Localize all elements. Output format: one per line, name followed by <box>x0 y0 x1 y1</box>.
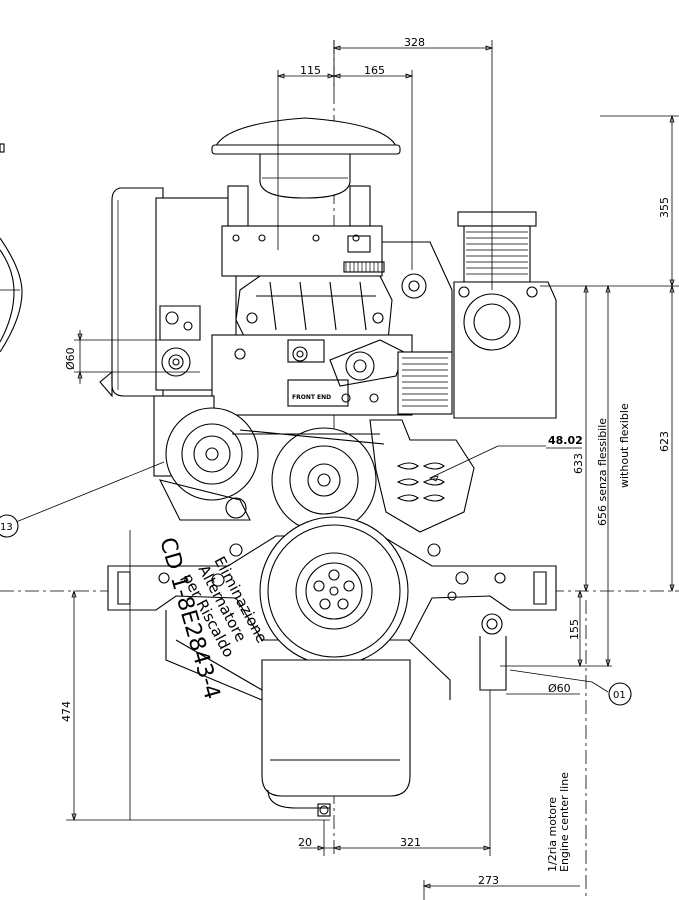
water-pipe-outlet <box>479 613 507 691</box>
dim-top-total: 328 <box>404 36 425 49</box>
dim-bottom-left: 20 <box>298 836 312 849</box>
dim-right-total: 623 <box>658 431 671 452</box>
dim-left-pipe-diameter: Ø60 <box>64 347 77 370</box>
dim-right-lower: 155 <box>568 619 581 640</box>
dim-right-inner: 633 <box>572 453 585 474</box>
callout-value: 48.02 <box>548 434 583 447</box>
dim-bottom-right: 321 <box>400 836 421 849</box>
front-damper <box>259 516 409 666</box>
callout-01: 01 Ø60 <box>506 669 632 706</box>
dimension-bottom: 20 321 273 <box>298 600 587 900</box>
oil-sump <box>261 659 411 817</box>
engine-block-upper: FRONT END <box>211 185 413 416</box>
callout-48-02: 48.02 <box>428 434 583 482</box>
exhaust-bracket <box>369 419 475 533</box>
dim-top-left: 115 <box>300 64 321 77</box>
turbocharger <box>382 211 557 419</box>
callout-right-label: 01 <box>613 690 626 701</box>
center-line-italian: 1/2ria motore <box>546 797 559 872</box>
callout-left-label: 13 <box>0 522 13 533</box>
dimension-left-pipe: Ø60 <box>64 330 200 384</box>
left-edge-flywheel-fragment <box>0 143 23 353</box>
dim-left-lower: 474 <box>60 701 73 722</box>
engine-center-line-label: 1/2ria motore Engine center line <box>546 772 571 872</box>
lower-block-left <box>165 591 457 701</box>
dim-bottom-far: 273 <box>478 874 499 887</box>
dim-top-right: 165 <box>364 64 385 77</box>
panel-label: FRONT END <box>292 394 331 401</box>
dimension-right: 355 623 656 senza flessibile without fle… <box>500 114 679 668</box>
air-filter-cap <box>211 117 401 199</box>
dim-without-flexible: without flexible <box>618 403 631 488</box>
center-line-english: Engine center line <box>558 772 571 872</box>
dimension-left-lower: 474 <box>60 530 330 822</box>
callout-13: 13 <box>0 461 165 538</box>
dim-right-upper: 355 <box>658 197 671 218</box>
dimension-top: 328 115 165 <box>276 36 494 290</box>
dim-right-pipe-diameter: Ø60 <box>548 682 571 695</box>
left-accessories <box>153 305 259 521</box>
crank-pulley-upper <box>232 427 385 533</box>
dim-senza-flessibile: 656 senza flessibile <box>596 418 609 526</box>
